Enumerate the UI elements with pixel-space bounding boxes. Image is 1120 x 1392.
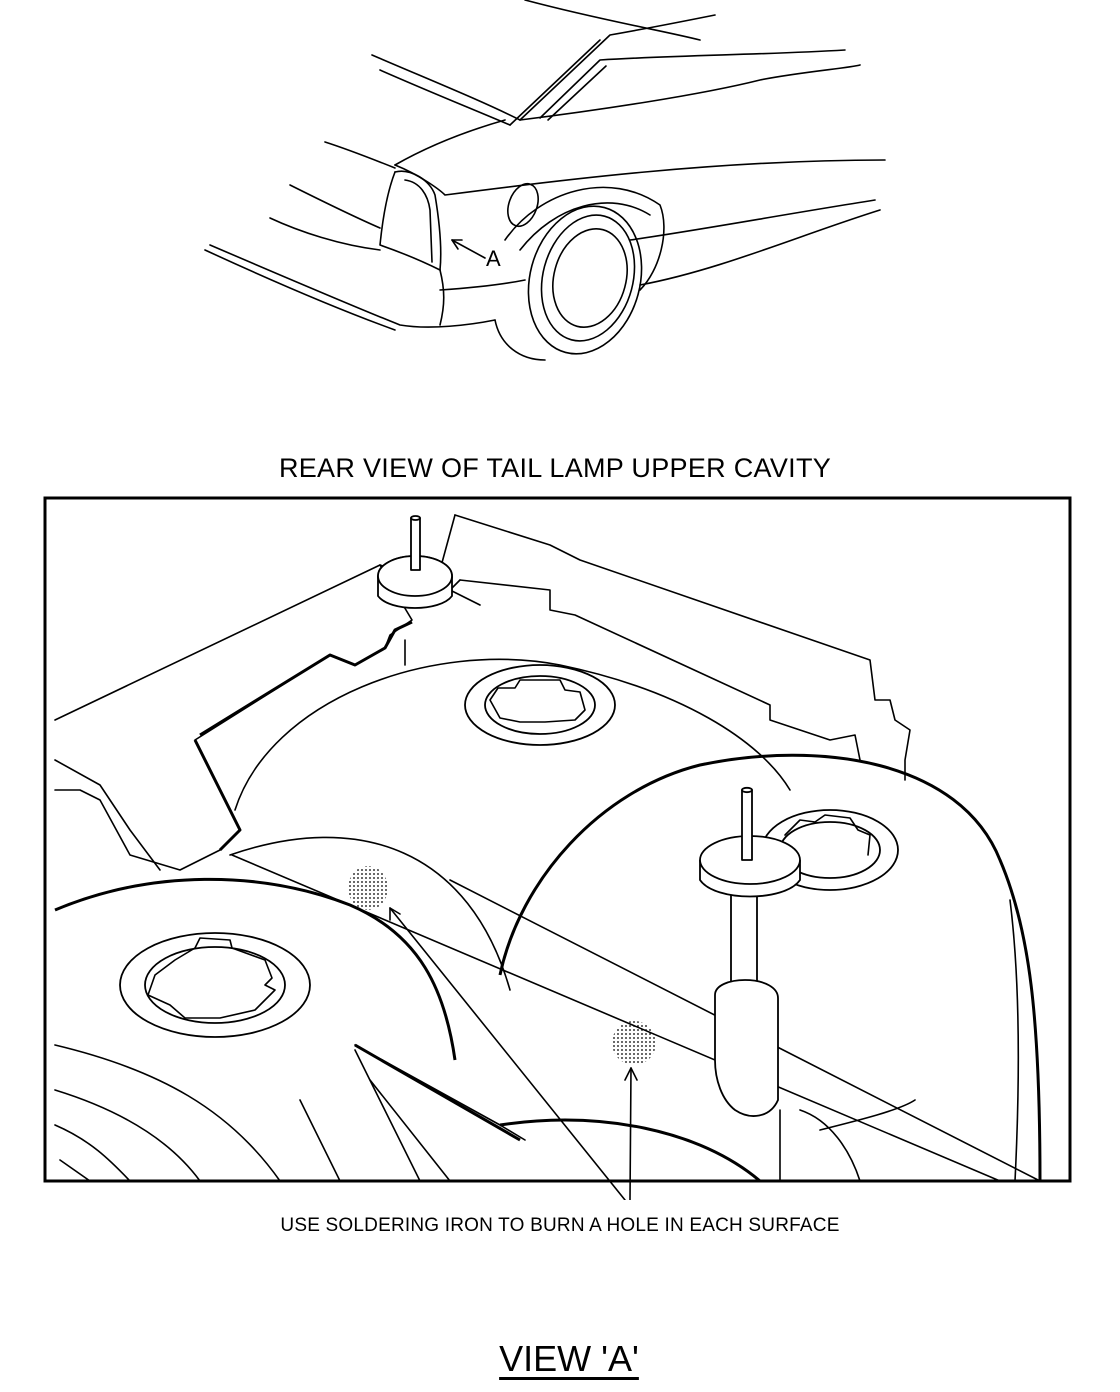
car-rear-quarter-illustration [204, 0, 886, 361]
dotted-hole-marks [348, 866, 656, 1065]
view-label: VIEW 'A' [499, 1338, 639, 1379]
tail-lamp-cavity-illustration [43, 496, 1072, 1200]
section-title: REAR VIEW OF TAIL LAMP UPPER CAVITY [278, 453, 832, 483]
instruction-caption: USE SOLDERING IRON TO BURN A HOLE IN EAC… [280, 1215, 840, 1236]
callout-label-a: A [486, 246, 501, 271]
detail-frame [43, 496, 1072, 1183]
